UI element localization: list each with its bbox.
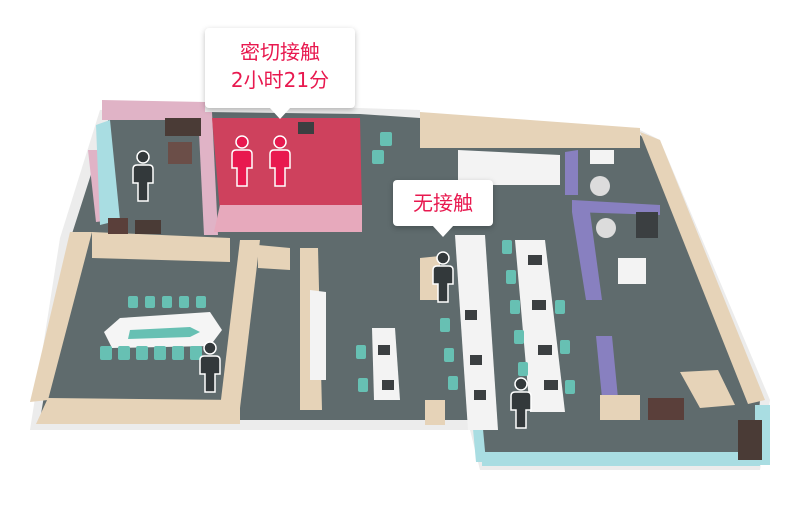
open-office-chairs xyxy=(356,132,575,394)
corridor-white-panel xyxy=(310,290,326,380)
bookshelf xyxy=(165,118,201,136)
right-corner-block xyxy=(600,395,640,420)
round-table xyxy=(590,176,610,196)
purple-partition-1 xyxy=(565,150,578,195)
corridor-wall-mid xyxy=(258,245,290,270)
right-room-wall-top xyxy=(420,112,640,148)
side-desk xyxy=(168,142,192,164)
conference-wall-top xyxy=(92,232,230,262)
right-wall xyxy=(640,132,765,404)
person-icon xyxy=(432,251,454,303)
person-icon xyxy=(199,341,221,393)
close-contact-callout: 密切接触 2小时21分 xyxy=(205,28,355,119)
close-contact-label: 密切接触 xyxy=(240,40,320,64)
sofa-1 xyxy=(108,218,128,234)
callout-pointer xyxy=(269,107,291,119)
conference-table-center xyxy=(128,327,200,339)
pillar-bottom xyxy=(425,400,445,425)
close-contact-person-icon xyxy=(269,135,291,187)
callout-pointer xyxy=(432,225,454,237)
conference-wall-bottom xyxy=(36,398,240,424)
round-table-2 xyxy=(596,218,616,238)
pink-office-wall-top xyxy=(102,100,205,120)
bottom-wall-right xyxy=(482,452,760,466)
close-contact-duration: 2小时21分 xyxy=(230,68,330,92)
bottom-right-wall xyxy=(680,370,735,408)
cabinet-bottom-right xyxy=(648,398,684,420)
close-contact-person-icon xyxy=(231,135,253,187)
no-contact-callout: 无接触 xyxy=(393,180,493,237)
purple-partition-4 xyxy=(596,336,618,398)
monitors xyxy=(298,122,558,400)
person-icon xyxy=(510,377,532,429)
conference-wall-right xyxy=(220,240,260,408)
whiteboard xyxy=(636,212,658,238)
person-icon xyxy=(132,150,154,202)
purple-partition-2 xyxy=(572,200,660,215)
contact-room-front-wall xyxy=(214,205,362,232)
purple-partition-3 xyxy=(572,212,602,300)
shelf-far-right xyxy=(738,420,762,460)
conference-chairs xyxy=(100,296,206,360)
pink-office-wall-right xyxy=(198,112,218,235)
small-table-right xyxy=(590,150,614,164)
conference-wall-left xyxy=(30,232,92,402)
cyan-glass-left xyxy=(96,120,120,225)
coffee-table xyxy=(135,220,161,234)
meeting-table-right xyxy=(618,258,646,284)
no-contact-label: 无接触 xyxy=(413,191,473,215)
